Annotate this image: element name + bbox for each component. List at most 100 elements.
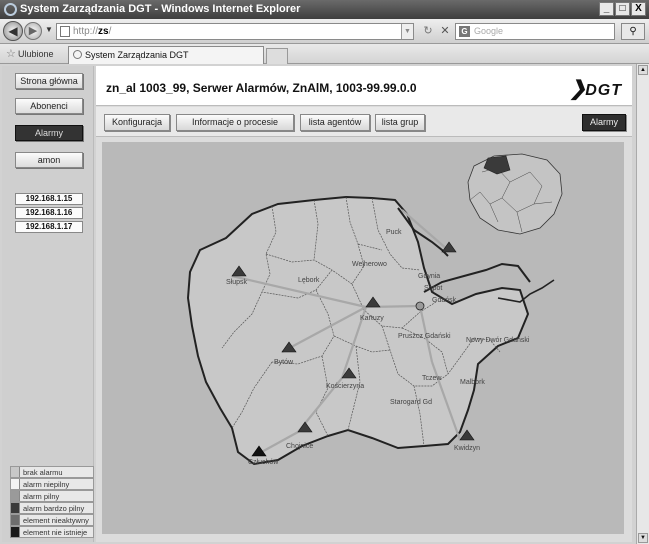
city-label: Wejherowo <box>352 261 387 268</box>
region-map: Puck Wejherowo Gdynia Sopot Gdańsk Słups… <box>102 142 624 534</box>
pomorskie-region <box>186 195 555 466</box>
city-label: Lębork <box>298 277 320 284</box>
legend-label: alarm niepilny <box>23 479 70 489</box>
legend-swatch <box>11 479 20 489</box>
city-labels: Puck Wejherowo Gdynia Sopot Gdańsk Słups… <box>226 229 530 466</box>
alarm-legend: brak alarmu alarm niepilny alarm pilny a… <box>10 466 94 538</box>
server-node-icon[interactable] <box>415 301 425 311</box>
star-icon: ☆ <box>6 48 16 60</box>
city-label: Człuchów <box>248 459 279 466</box>
agent-marker-icon[interactable] <box>297 421 313 433</box>
legend-swatch <box>11 467 20 477</box>
city-label: Gdańsk <box>432 297 457 304</box>
city-label: Puck <box>386 229 402 236</box>
page-title: zn_al 1003_99, Serwer Alarmów, ZnAlM, 10… <box>106 81 417 95</box>
city-label: Słupsk <box>226 279 248 286</box>
city-label: Kartuzy <box>360 315 384 322</box>
favorites-bar: ☆ Ulubione System Zarządzania DGT <box>0 44 649 64</box>
city-label: Kościerzyna <box>326 383 364 390</box>
scroll-down-icon[interactable]: ▼ <box>638 533 648 543</box>
forward-button[interactable]: ▶ <box>24 22 42 40</box>
sidebar-subscribers-button[interactable]: Abonenci <box>15 98 83 114</box>
sidebar: Strona główna Abonenci Alarmy amon 192.1… <box>2 66 94 542</box>
page-icon <box>60 26 70 37</box>
host-button-2[interactable]: 192.168.1.16 <box>15 207 83 219</box>
map-svg: Puck Wejherowo Gdynia Sopot Gdańsk Słups… <box>186 153 563 466</box>
back-button[interactable]: ◀ <box>3 21 23 41</box>
window-title: System Zarządzania DGT - Windows Interne… <box>20 3 301 15</box>
agent-marker-icon[interactable] <box>441 241 457 253</box>
search-input[interactable]: G Google <box>455 23 615 40</box>
url-input[interactable]: http://zs/ ▼ <box>56 23 414 40</box>
city-label: Nowy Dwór Gdański <box>466 337 530 344</box>
favorites-button[interactable]: ☆ Ulubione <box>6 47 54 61</box>
address-bar: ◀ ▶ ▼ http://zs/ ▼ ↻ ✕ G Google ⚲ <box>0 19 649 44</box>
vertical-scrollbar[interactable]: ▲ ▼ <box>636 64 649 544</box>
url-prefix: http:// <box>73 26 99 37</box>
city-label: Bytów <box>274 359 294 366</box>
legend-swatch <box>11 527 20 537</box>
city-label: Tczew <box>422 375 442 382</box>
legend-item: element nieaktywny <box>10 514 94 526</box>
alarm-status-button[interactable]: Alarmy <box>582 114 626 131</box>
legend-item: alarm niepilny <box>10 478 94 490</box>
dgt-logo-icon: ❯ <box>569 78 588 100</box>
dgt-logo: ❯DGT <box>569 76 622 101</box>
poland-inset-map <box>467 153 563 235</box>
minimize-button[interactable]: _ <box>599 2 614 16</box>
tab-process-info[interactable]: Informacje o procesie <box>176 114 294 131</box>
tab-group-list[interactable]: lista grup <box>375 114 425 131</box>
url-rest: / <box>108 26 112 37</box>
agent-marker-icon[interactable] <box>251 445 267 457</box>
agent-marker-icon[interactable] <box>281 341 297 353</box>
city-label: Pruszcz Gdański <box>398 333 451 340</box>
agent-marker-icon[interactable] <box>365 296 381 308</box>
url-dropdown-icon[interactable]: ▼ <box>401 24 413 39</box>
sidebar-home-button[interactable]: Strona główna <box>15 73 83 89</box>
google-icon: G <box>459 26 470 37</box>
city-label: Sopot <box>424 285 442 292</box>
agent-marker-icon[interactable] <box>341 367 357 379</box>
agent-marker-icon[interactable] <box>459 429 475 441</box>
legend-label: element nie istnieje <box>23 527 88 537</box>
city-label: Chojnice <box>286 443 313 450</box>
ie-logo-icon <box>4 3 17 16</box>
page-content: Strona główna Abonenci Alarmy amon 192.1… <box>0 64 636 544</box>
new-tab-button[interactable] <box>266 48 288 64</box>
host-button-3[interactable]: 192.168.1.17 <box>15 221 83 233</box>
host-button-1[interactable]: 192.168.1.15 <box>15 193 83 205</box>
scroll-up-icon[interactable]: ▲ <box>638 65 648 75</box>
history-dropdown-icon[interactable]: ▼ <box>45 25 53 34</box>
browser-tab[interactable]: System Zarządzania DGT <box>68 46 264 64</box>
close-button[interactable]: X <box>631 2 646 16</box>
agent-marker-icon[interactable] <box>231 265 247 277</box>
legend-label: alarm bardzo pilny <box>23 503 85 513</box>
legend-item: alarm pilny <box>10 490 94 502</box>
legend-item: alarm bardzo pilny <box>10 502 94 514</box>
url-host: zs <box>98 26 109 37</box>
legend-swatch <box>11 491 20 501</box>
legend-label: element nieaktywny <box>23 515 89 525</box>
legend-label: alarm pilny <box>23 491 60 501</box>
city-label: Gdynia <box>418 273 440 280</box>
logo-text: DGT <box>585 82 622 99</box>
legend-item: brak alarmu <box>10 466 94 478</box>
sidebar-alarms-button[interactable]: Alarmy <box>15 125 83 141</box>
tab-configuration[interactable]: Konfiguracja <box>104 114 170 131</box>
legend-label: brak alarmu <box>23 467 63 477</box>
stop-icon[interactable]: ✕ <box>440 25 450 37</box>
tab-agent-list[interactable]: lista agentów <box>300 114 370 131</box>
city-label: Malbork <box>460 379 485 386</box>
page-header: zn_al 1003_99, Serwer Alarmów, ZnAlM, 10… <box>96 66 632 106</box>
favorites-label: Ulubione <box>18 49 54 59</box>
maximize-button[interactable]: □ <box>615 2 630 16</box>
title-bar: System Zarządzania DGT - Windows Interne… <box>0 0 649 19</box>
sidebar-amon-button[interactable]: amon <box>15 152 83 168</box>
tab-title: System Zarządzania DGT <box>85 50 189 60</box>
legend-swatch <box>11 515 20 525</box>
search-icon[interactable]: ⚲ <box>621 23 645 40</box>
city-label: Starogard Gd <box>390 399 432 406</box>
legend-swatch <box>11 503 20 513</box>
refresh-icon[interactable]: ↻ <box>423 25 433 37</box>
